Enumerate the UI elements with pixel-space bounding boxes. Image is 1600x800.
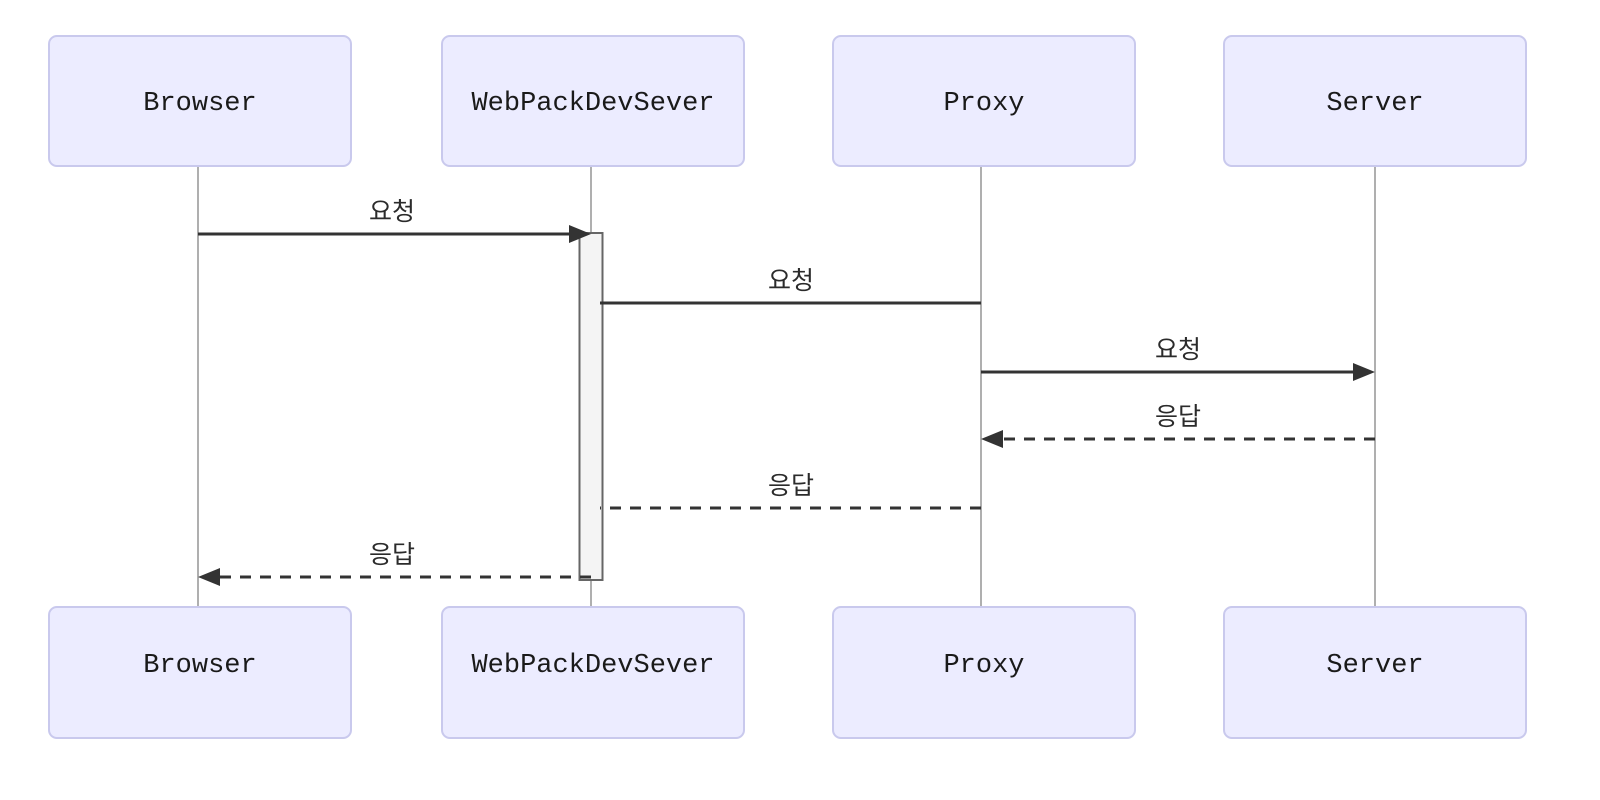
actor-box-bottom-browser[interactable]: Browser (48, 606, 352, 739)
message-label: 요청 (1155, 336, 1201, 364)
message-4-server-to-proxy[interactable]: 응답 (981, 403, 1375, 448)
actor-label-proxy: Proxy (943, 651, 1024, 681)
actor-label-webpack: WebPackDevSever (471, 89, 714, 119)
message-arrowhead-icon (198, 568, 220, 586)
actor-box-top-proxy[interactable]: Proxy (832, 35, 1136, 167)
activations-layer (578, 232, 604, 581)
actor-box-rect (441, 606, 745, 739)
message-6-webpack-to-browser[interactable]: 응답 (198, 541, 591, 586)
actor-box-rect (48, 606, 352, 739)
message-2-webpack-to-proxy[interactable]: 요청 (600, 267, 981, 305)
actors-layer: BrowserBrowserWebPackDevSeverWebPackDevS… (48, 35, 1527, 739)
message-3-proxy-to-server[interactable]: 요청 (981, 336, 1375, 381)
actor-label-proxy: Proxy (943, 89, 1024, 119)
actor-box-top-webpack[interactable]: WebPackDevSever (441, 35, 745, 167)
actor-label-browser: Browser (143, 89, 256, 119)
actor-box-rect (48, 35, 352, 167)
message-arrowhead-icon (981, 430, 1003, 448)
actor-label-server: Server (1326, 89, 1423, 119)
actor-box-top-server[interactable]: Server (1223, 35, 1527, 167)
actor-box-bottom-webpack[interactable]: WebPackDevSever (441, 606, 745, 739)
message-label: 응답 (369, 541, 415, 569)
message-1-browser-to-webpack[interactable]: 요청 (198, 198, 591, 243)
actor-box-rect (832, 606, 1136, 739)
message-label: 요청 (369, 198, 415, 226)
actor-label-server: Server (1326, 651, 1423, 681)
message-label: 응답 (768, 472, 814, 500)
actor-box-bottom-server[interactable]: Server (1223, 606, 1527, 739)
message-label: 응답 (1155, 403, 1201, 431)
message-arrowhead-icon (569, 225, 591, 243)
message-5-proxy-to-webpack[interactable]: 응답 (600, 472, 981, 510)
message-label: 요청 (768, 267, 814, 295)
actor-box-top-browser[interactable]: Browser (48, 35, 352, 167)
actor-label-webpack: WebPackDevSever (471, 651, 714, 681)
activation-bar-webpack (578, 232, 604, 581)
actor-box-rect (1223, 606, 1527, 739)
actor-box-rect (441, 35, 745, 167)
actor-box-bottom-proxy[interactable]: Proxy (832, 606, 1136, 739)
message-arrowhead-icon (1353, 363, 1375, 381)
actor-box-rect (832, 35, 1136, 167)
actor-box-rect (1223, 35, 1527, 167)
actor-label-browser: Browser (143, 651, 256, 681)
